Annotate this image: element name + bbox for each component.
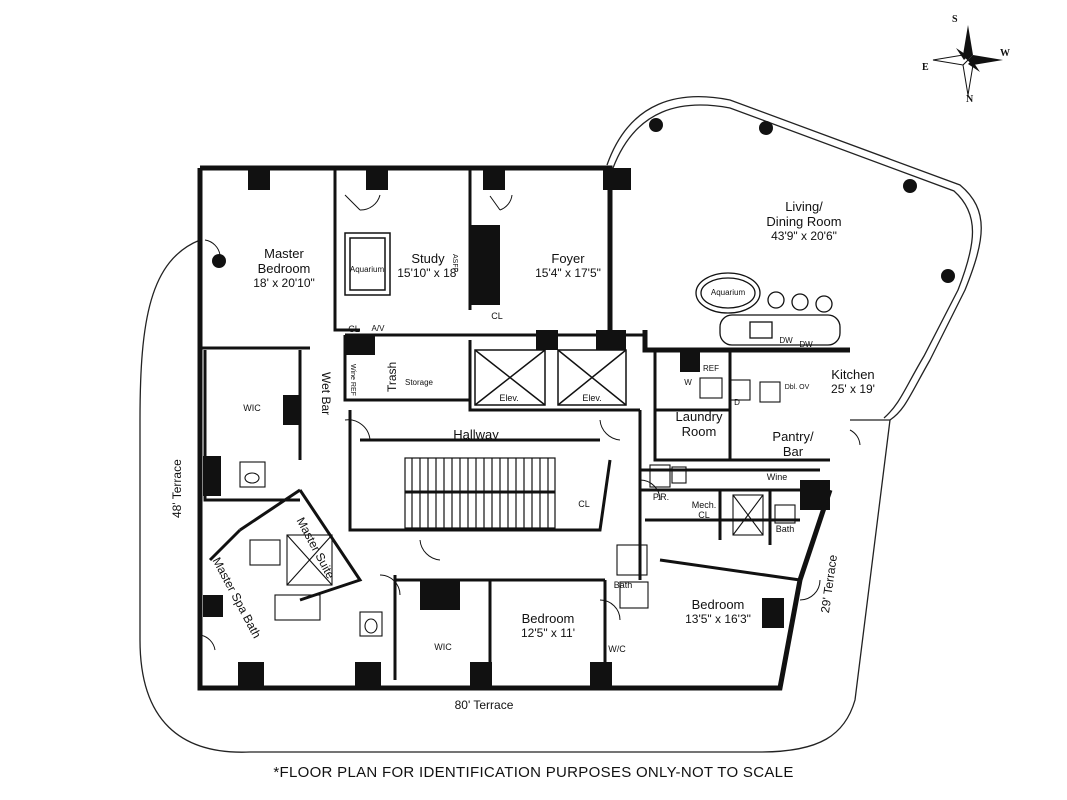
living-glass-wall xyxy=(606,96,982,421)
double-oven-label: Dbl. OV xyxy=(784,384,810,391)
powder-room-label: P.R. xyxy=(652,492,670,502)
study-aquarium xyxy=(344,232,391,296)
study-label: Study 15'10" x 18' xyxy=(397,251,459,280)
compass-east: E xyxy=(922,62,929,73)
asfp-label: ASFP xyxy=(451,254,458,273)
elevator-2 xyxy=(557,349,627,406)
compass-south: S xyxy=(952,14,958,25)
wet-bar-label: Wet Bar xyxy=(319,372,333,416)
dishwasher-2-label: DW xyxy=(799,340,813,349)
foyer-label: Foyer 15'4" x 17'5" xyxy=(535,251,601,280)
mech-closet-label: Mech. CL xyxy=(691,500,717,521)
living-aquarium xyxy=(695,272,761,314)
trash-label: Trash xyxy=(385,361,399,392)
av-closet-label: A/V xyxy=(371,324,385,333)
hall-closet-label: CL xyxy=(578,499,590,509)
master-bedroom-label: Master Bedroom 18' x 20'10" xyxy=(253,246,315,290)
kitchen-label: Kitchen 25' x 19' xyxy=(831,367,875,396)
disclaimer-footer: *FLOOR PLAN FOR IDENTIFICATION PURPOSES … xyxy=(273,764,794,781)
terrace-left-label: 48' Terrace xyxy=(170,459,184,518)
ref-label: REF xyxy=(703,364,719,373)
living-dining-label: Living/ Dining Room 43'9" x 20'6" xyxy=(766,199,842,243)
bedroom-3-label: Bedroom 13'5" x 16'3" xyxy=(685,597,751,626)
wine-label: Wine xyxy=(766,472,788,482)
foyer-closet-label: CL xyxy=(491,311,503,321)
bath-3-label: Bath xyxy=(775,524,795,534)
elevator-1-label: Elev. xyxy=(499,393,519,403)
elevator-1 xyxy=(474,349,546,406)
laundry-room-label: Laundry Room xyxy=(675,409,723,439)
compass-west: W xyxy=(1000,48,1010,59)
compass-north: N xyxy=(966,94,974,105)
study-closet-label: CL xyxy=(348,324,360,334)
compass-rose: S N E W xyxy=(918,10,1018,110)
master-wic-label: WIC xyxy=(243,403,261,413)
kitchen-island xyxy=(719,314,841,346)
study-aquarium-label: Aquarium xyxy=(349,265,385,274)
bath-2-label: Bath xyxy=(613,580,633,590)
storage-label: Storage xyxy=(404,378,434,387)
bedroom-2-label: Bedroom 12'5" x 11' xyxy=(521,611,575,640)
bedroom-3-wc-label: W/C xyxy=(608,644,626,654)
pantry-bar-label: Pantry/ Bar xyxy=(772,429,814,459)
hallway-label: Hallway xyxy=(453,427,499,442)
living-aquarium-label: Aquarium xyxy=(710,288,746,297)
study-wine-ref-label: Wine REF xyxy=(349,364,356,396)
terrace-bottom-label: 80' Terrace xyxy=(454,698,514,712)
elevator-2-label: Elev. xyxy=(582,393,602,403)
compass-star-icon xyxy=(932,25,1003,96)
washer-label: W xyxy=(684,378,692,387)
dishwasher-1-label: DW xyxy=(779,336,793,345)
bedroom-2-wic-label: WIC xyxy=(434,642,452,652)
dryer-label: D xyxy=(734,398,740,407)
terrace-outline xyxy=(139,239,891,753)
